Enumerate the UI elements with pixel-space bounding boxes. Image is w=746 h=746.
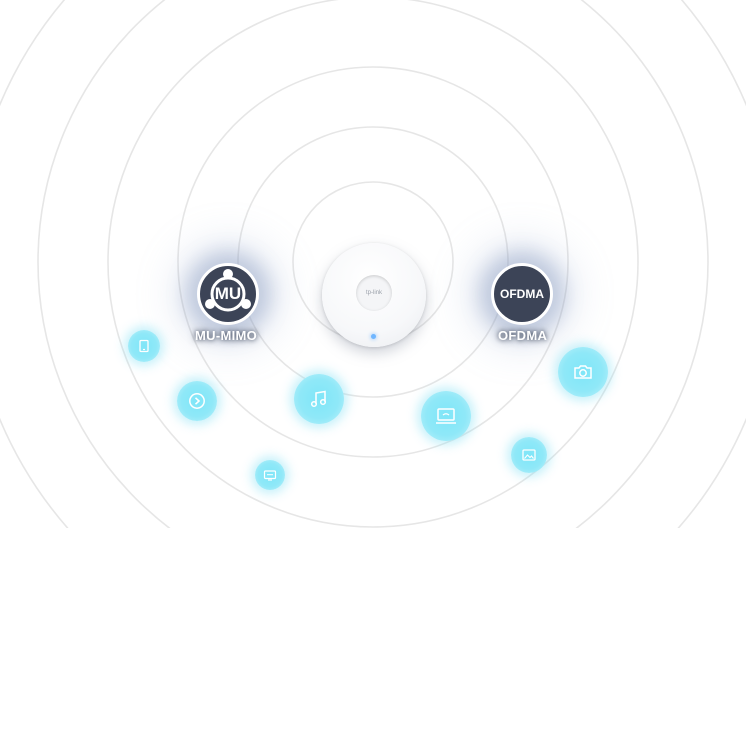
ap-status-led: [371, 334, 376, 339]
device-music: [294, 374, 344, 424]
ofdma-label: OFDMA: [498, 328, 548, 343]
ofdma-badge-text: OFDMA: [500, 287, 544, 301]
signal-ring: [107, 0, 639, 528]
device-tv: [255, 460, 285, 490]
ofdma-badge: OFDMA: [491, 263, 553, 325]
ap-logo: tp-link: [356, 275, 392, 311]
mu-mimo-icon: [205, 269, 251, 312]
play-icon: [189, 393, 205, 409]
laptop-icon: [436, 408, 456, 424]
device-camera: [558, 347, 608, 397]
device-laptop: [421, 391, 471, 441]
signal-ring: [237, 126, 509, 398]
device-tablet: [128, 330, 160, 362]
signal-ring: [37, 0, 709, 528]
device-gallery: [511, 437, 547, 473]
tv-icon: [263, 470, 277, 481]
mu-mimo-badge-text: MU: [214, 284, 242, 303]
music-icon: [310, 390, 327, 408]
device-media: [177, 381, 217, 421]
mu-mimo-badge: MU: [197, 263, 259, 325]
signal-ring: [177, 66, 569, 458]
tablet-icon: [139, 339, 149, 353]
camera-icon: [574, 365, 592, 379]
access-point: tp-link: [322, 243, 426, 347]
image-icon: [522, 449, 536, 461]
mu-mimo-label: MU-MIMO: [195, 328, 258, 343]
